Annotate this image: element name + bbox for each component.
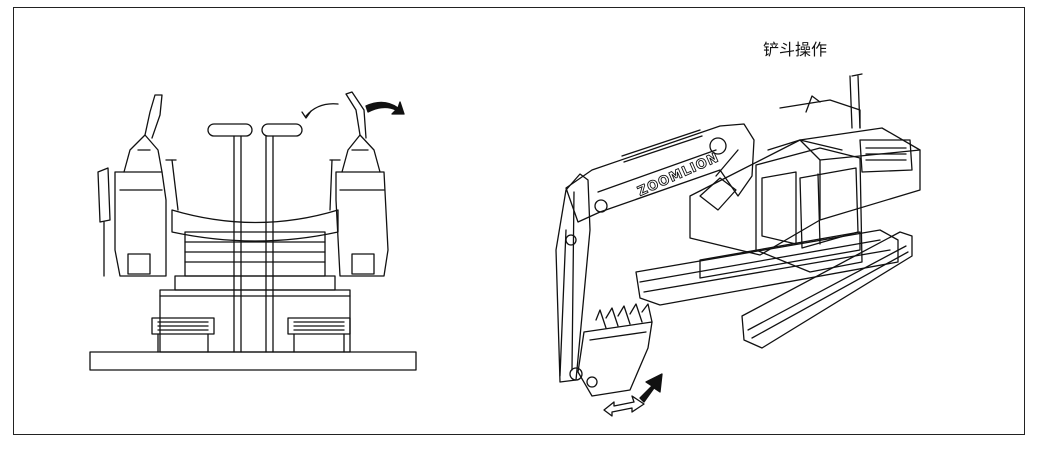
seat-control-diagram xyxy=(89,91,417,371)
bucket-curl-arrow xyxy=(603,395,645,417)
arm xyxy=(555,173,591,383)
right-pedal xyxy=(287,317,351,353)
joystick-back-arrow xyxy=(305,103,339,117)
figure-frame xyxy=(13,7,1025,435)
boom xyxy=(565,123,755,223)
figure-caption: 铲斗操作 xyxy=(762,40,827,59)
upper-structure xyxy=(689,73,921,256)
excavator xyxy=(555,73,921,417)
seat-cushion xyxy=(171,209,339,242)
right-console xyxy=(329,91,389,277)
left-console xyxy=(97,94,179,277)
travel-levers xyxy=(207,123,303,353)
joystick-forward-arrow xyxy=(365,101,405,115)
left-track xyxy=(635,229,899,306)
left-pedal xyxy=(151,317,215,353)
seat-pedestal xyxy=(159,289,351,353)
boom-brand-text: ZOOMLION xyxy=(636,150,722,199)
floor-plate xyxy=(89,351,417,371)
cab xyxy=(755,139,863,273)
right-track xyxy=(741,231,913,349)
bucket-push-arrow xyxy=(639,373,663,403)
bucket xyxy=(577,303,653,397)
